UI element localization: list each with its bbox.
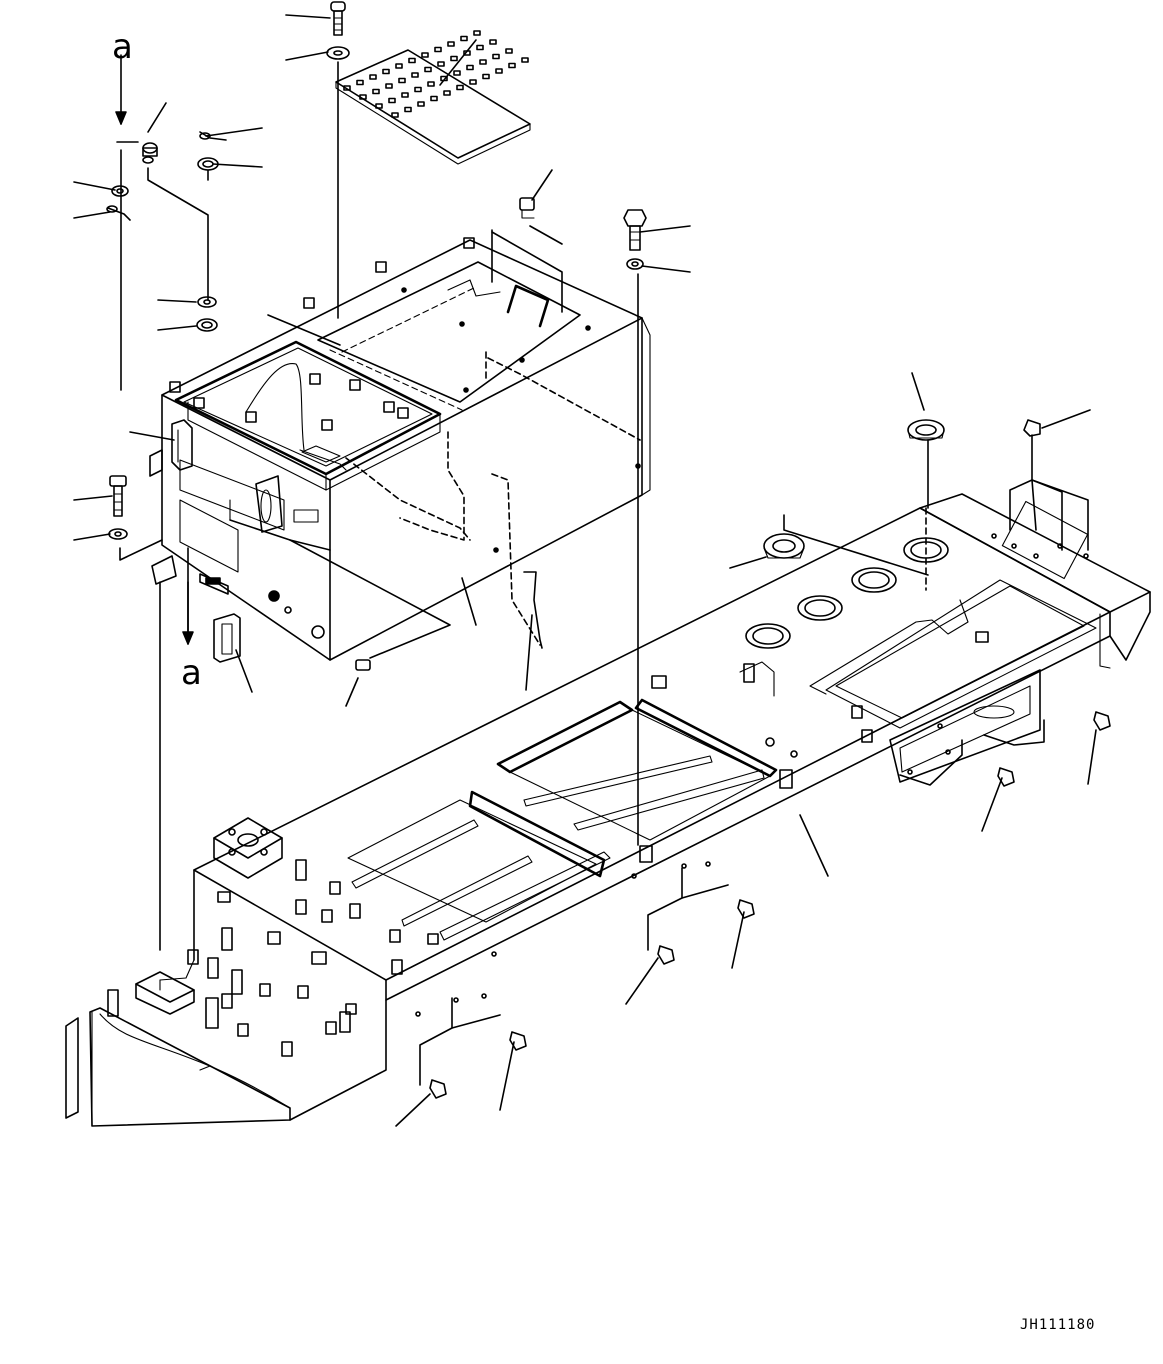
plate-hole: [395, 63, 403, 69]
clip-parts: [355, 197, 543, 671]
plate-hole: [460, 35, 468, 42]
plate-hole: [382, 68, 390, 75]
front-pedestal: [107, 817, 439, 1057]
front-bracket: [65, 959, 387, 1127]
lower-arrow: [182, 581, 194, 645]
right-bolt: [623, 209, 647, 270]
plate-hole: [343, 85, 351, 91]
plate-hole: [356, 79, 364, 86]
plate-hole: [508, 62, 516, 69]
plate-hole: [414, 86, 422, 93]
plate-hole: [369, 74, 377, 80]
plate-hole: [476, 44, 484, 51]
top-bolt: [330, 1, 346, 36]
latch-part: [213, 613, 241, 663]
plate-hole: [466, 64, 474, 71]
plate-hole: [375, 103, 383, 109]
plate-hole: [359, 94, 367, 100]
plate-hole: [450, 55, 458, 62]
plate-hole: [463, 50, 471, 56]
top-washer: [326, 46, 350, 60]
plate-hole: [505, 48, 513, 54]
plate-hole: [469, 79, 477, 85]
plate-hole: [430, 95, 438, 102]
plate-hole: [453, 70, 461, 76]
plate-hole: [492, 53, 500, 60]
plate-hole: [388, 97, 396, 104]
grommets: [763, 419, 1041, 559]
plate-hole: [385, 83, 393, 89]
plate-hole: [447, 41, 455, 47]
plate-hole: [456, 84, 464, 91]
plate-hole: [495, 68, 503, 74]
top-left-pin-set: [106, 54, 227, 332]
plate-hole: [372, 88, 380, 95]
plate-hole: [404, 106, 412, 113]
plate-hole: [411, 72, 419, 78]
plate-hole: [489, 39, 497, 45]
plate-hole: [440, 75, 448, 82]
dashed-assembly-lines: [345, 351, 927, 646]
leader-lines: [73, 14, 1097, 1127]
side-bolt: [108, 475, 128, 540]
battery-box: [149, 237, 651, 661]
plate-hole: [408, 57, 416, 64]
plate-hole: [434, 46, 442, 53]
plate-hole: [437, 61, 445, 67]
plate-hole: [391, 112, 399, 118]
plugs: [429, 711, 1111, 1099]
frame-holes: [415, 533, 1089, 1017]
plate-hole: [427, 81, 435, 87]
callout-letter-top: a: [112, 27, 133, 67]
plate-hole: [473, 30, 481, 36]
plate-hole: [417, 101, 425, 107]
callout-letter-bottom: a: [181, 653, 202, 693]
perforated-cover-plate: [335, 30, 531, 165]
mat-rails: [347, 698, 778, 941]
drawing-id-label: JH111180: [1020, 1317, 1096, 1333]
assembly-lines: [119, 61, 1089, 1086]
plate-hole: [421, 52, 429, 58]
plate-hole: [398, 77, 406, 84]
plate-hole: [521, 57, 529, 63]
plate-hole: [401, 92, 409, 98]
plate-hole: [479, 59, 487, 65]
plate-hole: [482, 73, 490, 80]
plate-hole: [424, 66, 432, 73]
plate-hole: [443, 90, 451, 96]
main-frame: [193, 493, 1151, 1001]
